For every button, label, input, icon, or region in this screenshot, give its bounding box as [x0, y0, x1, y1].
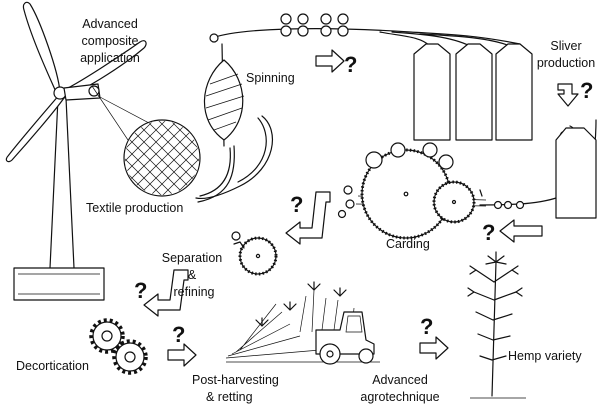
- label-line: Advanced: [372, 373, 428, 387]
- label-spinning: Spinning: [246, 71, 295, 85]
- label-line: agrotechnique: [360, 390, 439, 404]
- question-mark: ?: [134, 278, 147, 303]
- arrow-down-icon: [557, 83, 579, 107]
- drafting-rollers: [280, 13, 349, 37]
- question-mark: ?: [580, 78, 593, 103]
- label-composite-application: Advanced composite application: [80, 17, 140, 65]
- label-line: Post-harvesting: [192, 373, 279, 387]
- arrow-right-icon: [167, 343, 197, 367]
- label-line: composite: [82, 34, 139, 48]
- hemp-plant-illustration: [467, 251, 526, 399]
- arrow-curve-icon: [143, 269, 189, 317]
- label-hemp-variety: Hemp variety: [508, 349, 582, 363]
- woven-fabric-icon: [123, 119, 201, 197]
- label-carding: Carding: [386, 237, 430, 251]
- label-decortication: Decortication: [16, 359, 89, 373]
- flow-arrows: [143, 49, 579, 367]
- sliver-cans: [379, 31, 533, 141]
- question-mark: ?: [420, 314, 433, 339]
- label-line: application: [80, 51, 140, 65]
- label-line: &: [188, 268, 197, 282]
- question-mark: ?: [482, 220, 495, 245]
- carding-machine-illustration: [337, 142, 525, 240]
- arrow-curve-icon: [285, 191, 331, 245]
- label-line: Sliver: [550, 39, 581, 53]
- question-mark: ?: [290, 192, 303, 217]
- label-sliver-production: Sliver production: [537, 39, 595, 70]
- arrow-left-icon: [499, 219, 543, 243]
- wind-turbine-illustration: [5, 1, 147, 301]
- label-line: Separation: [162, 251, 223, 265]
- label-line: & retting: [206, 390, 253, 404]
- tractor-harvest-illustration: [225, 281, 380, 365]
- yarn-strand: [197, 145, 235, 203]
- sliver-can-right: [479, 119, 597, 219]
- label-separation-refining: Separation & refining: [162, 251, 223, 299]
- label-line: production: [537, 56, 595, 70]
- label-post-harvesting: Post-harvesting & retting: [192, 373, 279, 404]
- label-line: refining: [174, 285, 215, 299]
- question-mark: ?: [344, 52, 357, 77]
- label-textile-production: Textile production: [86, 201, 183, 215]
- spinning-spindle-illustration: [203, 28, 521, 147]
- separation-roller-illustration: [231, 231, 278, 276]
- arrow-right-icon: [419, 336, 449, 360]
- arrow-right-icon: [315, 49, 345, 73]
- label-advanced-agrotechnique: Advanced agrotechnique: [360, 373, 439, 404]
- decortication-gears-illustration: [89, 318, 148, 375]
- question-mark: ?: [172, 322, 185, 347]
- label-line: Advanced: [82, 17, 138, 31]
